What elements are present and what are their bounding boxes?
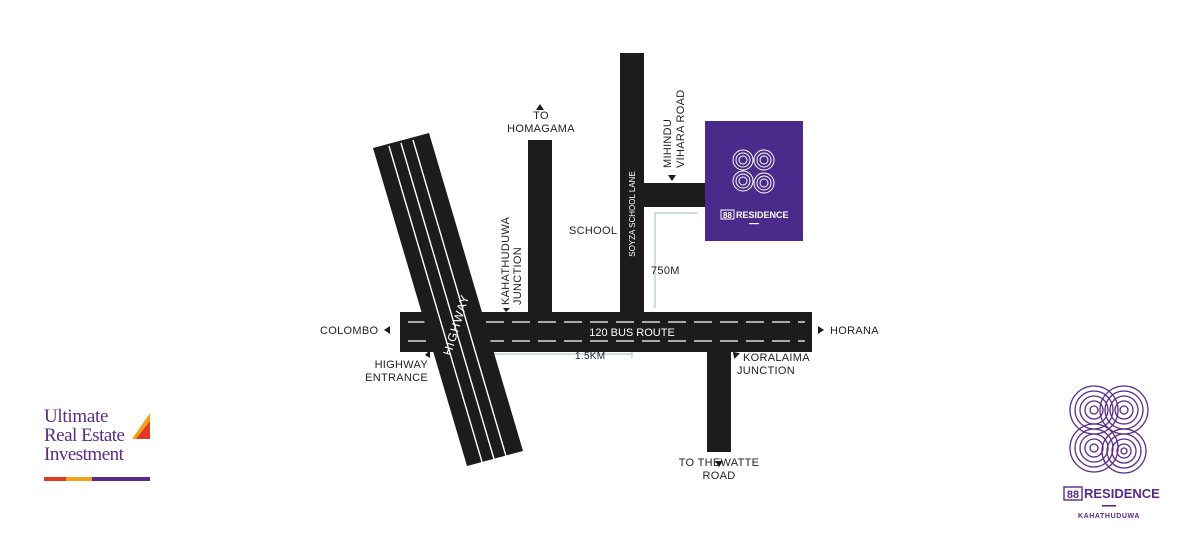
highway-entrance-label: HIGHWAY ENTRANCE [362, 359, 428, 385]
to-thewatte-line2: ROAD [702, 470, 736, 482]
kahathuduwa-junction-label-1: KAHATHUDUWA [500, 216, 512, 305]
to-homagama-label: TO HOMAGAMA [500, 110, 582, 136]
to-homagama-line1: TO [533, 110, 549, 122]
marker-digits: 88 [723, 211, 732, 220]
horana-label: HORANA [830, 325, 879, 337]
right-logo-mark [1069, 385, 1149, 474]
residence-marker: 88 RESIDENCE [705, 121, 803, 241]
left-logo-flag-icon [132, 413, 150, 439]
to-thewatte-line1: TO THEWATTE [678, 457, 760, 469]
right-logo-location: KAHATHUDUWA [1078, 513, 1140, 520]
left-logo-line3: Investment [44, 444, 124, 465]
soyza-lane-label: SOYZA SCHOOL LANE [628, 171, 637, 257]
highway-entrance-line2: ENTRANCE [365, 372, 428, 384]
koralaima-line1: KORALAIMA [743, 352, 810, 364]
to-homagama-line2: HOMAGAMA [507, 123, 575, 135]
left-logo-colorbar [44, 477, 150, 481]
colombo-label: COLOMBO [320, 325, 379, 337]
distance-750m-label: 750M [651, 265, 680, 277]
mihindu-label-2: VIHARA ROAD [675, 90, 687, 169]
right-logo-digits: 88 [1067, 489, 1079, 501]
distance-1-5km-label: 1.5KM [575, 351, 606, 362]
to-thewatte-label: TO THEWATTE ROAD [669, 457, 769, 483]
highway-road [373, 133, 523, 466]
bus-route-label: 120 BUS ROUTE [589, 327, 675, 339]
mihindu-label-1: MIHINDU [662, 119, 674, 168]
koralaima-line2: JUNCTION [737, 365, 796, 377]
highway-entrance-line1: HIGHWAY [374, 359, 428, 371]
marker-brand: RESIDENCE [736, 210, 789, 220]
school-label: SCHOOL [569, 225, 618, 237]
road-to-thewatte [707, 350, 731, 452]
road-mihindu-vihara [640, 183, 706, 207]
left-logo-line1: Ultimate [44, 406, 109, 427]
kahathuduwa-junction-label-2: JUNCTION [512, 247, 524, 305]
left-logo-line2: Real Estate [44, 425, 125, 446]
arrow-markers [384, 104, 824, 467]
road-to-homagama [528, 140, 552, 313]
right-logo-name: RESIDENCE [1084, 486, 1160, 501]
koralaima-junction-label: KORALAIMA JUNCTION [737, 352, 810, 378]
ultimate-real-estate-logo: Ultimate Real Estate Investment [44, 406, 154, 481]
